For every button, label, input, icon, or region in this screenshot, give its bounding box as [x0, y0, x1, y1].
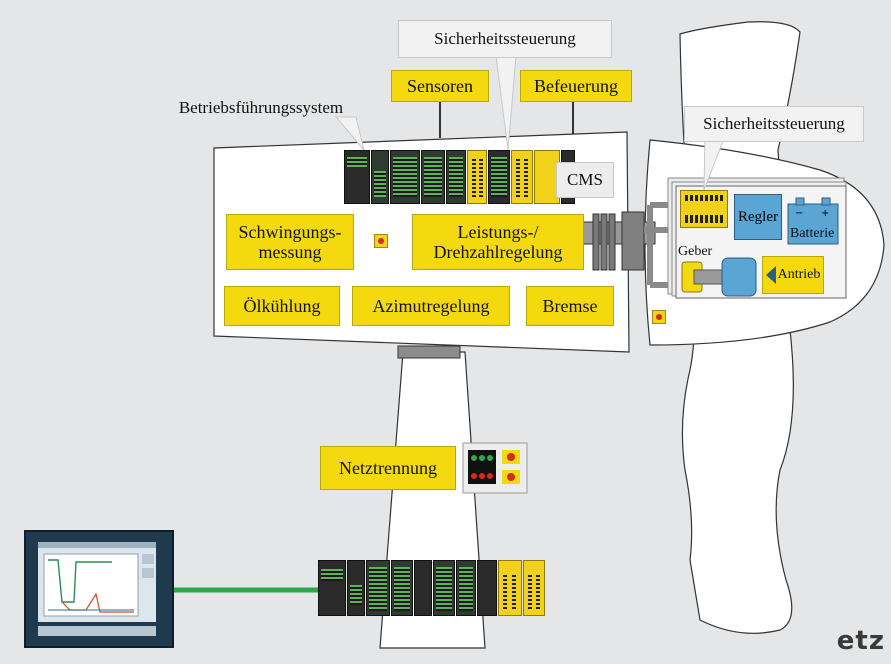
shaft-coupling	[621, 211, 645, 271]
brake-box[interactable]: Bremse	[526, 286, 614, 326]
plc-io-module	[366, 560, 390, 616]
cms-box[interactable]: CMS	[556, 162, 614, 198]
emergency-stop-icon[interactable]	[374, 234, 388, 248]
drive-triangle-icon	[765, 266, 776, 284]
nacelle-plc-rack	[344, 150, 575, 204]
beacon-text: Befeuerung	[534, 76, 618, 96]
battery-icon: − +	[787, 197, 839, 245]
oil-cooling-text: Ölkühlung	[243, 296, 321, 316]
power-speed-box[interactable]: Leistungs-/ Drehzahlregelung	[412, 214, 584, 270]
hmi-screen	[38, 542, 156, 636]
safety-io-module	[523, 560, 545, 616]
controller-box[interactable]: Regler	[734, 194, 782, 240]
motor-icon	[681, 257, 757, 297]
power-speed-text-2: Drehzahlregelung	[433, 242, 563, 262]
azimuth-text: Azimutregelung	[372, 296, 490, 316]
power-speed-text-1: Leistungs-/	[457, 222, 539, 242]
brake-text: Bremse	[542, 296, 598, 316]
plc-io-module	[390, 150, 420, 204]
safety-io-module	[467, 150, 487, 204]
safety-controller-right-text: Sicherheitssteuerung	[703, 114, 845, 133]
plc-cpu-module	[318, 560, 346, 616]
plc-cpu-module	[344, 150, 370, 204]
vibration-text-1: Schwingungs-	[238, 222, 342, 242]
vibration-text-2: messung	[258, 242, 322, 262]
touch-panel-icon[interactable]	[24, 530, 174, 648]
hub-safety-module	[680, 190, 728, 228]
svg-text:+: +	[821, 208, 829, 219]
sensors-box[interactable]: Sensoren	[391, 70, 489, 102]
plc-io-module	[391, 560, 413, 616]
safety-controller-text: Sicherheitssteuerung	[434, 29, 576, 48]
operations-system-text: Betriebsführungssystem	[178, 98, 344, 117]
battery-label: Batterie	[790, 226, 835, 241]
traffic-light-panel-icon[interactable]	[462, 442, 528, 494]
plc-module	[347, 560, 365, 616]
controller-text: Regler	[738, 208, 778, 225]
safety-controller-label-right: Sicherheitssteuerung	[684, 106, 864, 142]
azimuth-box[interactable]: Azimutregelung	[352, 286, 510, 326]
safety-controller-label-top: Sicherheitssteuerung	[398, 20, 612, 58]
hub-emergency-stop-icon[interactable]	[652, 310, 666, 324]
etz-logo: etz	[836, 626, 885, 656]
svg-text:−: −	[795, 208, 803, 219]
plc-module	[477, 560, 497, 616]
base-plc-rack	[318, 560, 545, 616]
plc-io-module	[421, 150, 445, 204]
plc-io-module	[414, 560, 432, 616]
drive-box[interactable]: Antrieb	[762, 256, 824, 294]
oil-cooling-box[interactable]: Ölkühlung	[224, 286, 340, 326]
vibration-box[interactable]: Schwingungs- messung	[226, 214, 354, 270]
plc-io-module	[446, 150, 466, 204]
plc-io-module	[433, 560, 455, 616]
safety-io-module	[498, 560, 522, 616]
sensors-text: Sensoren	[407, 76, 473, 96]
encoder-label: Geber	[678, 244, 713, 259]
plc-io-module	[488, 150, 510, 204]
operations-system-label: Betriebsführungssystem	[152, 94, 370, 122]
drive-text: Antrieb	[777, 267, 821, 282]
grid-disconnect-box[interactable]: Netztrennung	[320, 446, 456, 490]
plc-io-module	[371, 150, 389, 204]
beacon-box[interactable]: Befeuerung	[520, 70, 632, 102]
cms-text: CMS	[567, 170, 603, 189]
safety-io-module	[511, 150, 533, 204]
plc-io-module	[456, 560, 476, 616]
yaw-bearing	[397, 345, 461, 359]
grid-disconnect-text: Netztrennung	[339, 458, 437, 478]
